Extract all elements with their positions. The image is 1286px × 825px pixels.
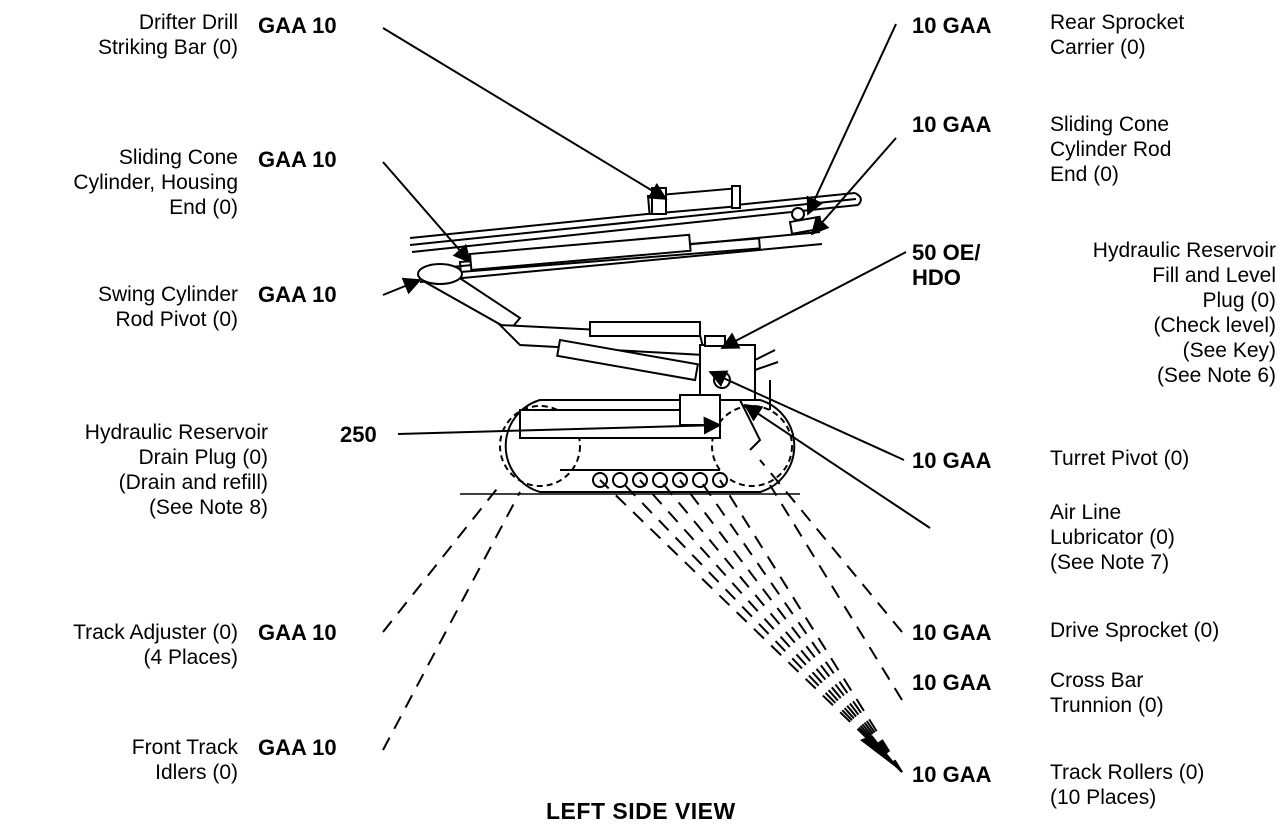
code-track-adjuster: GAA 10 xyxy=(258,620,337,645)
code-turret-pivot: 10 GAA xyxy=(912,448,992,473)
boom-arm xyxy=(417,263,707,382)
label-sliding-cone-rod: Sliding Cone Cylinder Rod End (0) xyxy=(1050,113,1172,186)
code-sliding-cone-rod: 10 GAA xyxy=(912,112,992,137)
track-rollers-arrowhead xyxy=(860,735,902,772)
code-reservoir-drain: 250 xyxy=(340,422,377,447)
label-sliding-cone-housing: Sliding Cone Cylinder, Housing End (0) xyxy=(73,146,238,219)
code-drifter-drill: GAA 10 xyxy=(258,13,337,38)
label-swing-cylinder: Swing Cylinder Rod Pivot (0) xyxy=(97,283,238,331)
code-cross-bar-trunnion: 10 GAA xyxy=(912,670,992,695)
label-reservoir-drain: Hydraulic Reservoir Drain Plug (0) (Drai… xyxy=(84,421,268,519)
sliding-cone-cylinder xyxy=(468,215,823,272)
label-drifter-drill: Drifter Drill Striking Bar (0) xyxy=(97,11,238,59)
code-rear-sprocket: 10 GAA xyxy=(912,13,992,38)
drifter-drill xyxy=(646,185,805,221)
view-caption: LEFT SIDE VIEW xyxy=(546,798,736,824)
label-reservoir-fill: Hydraulic Reservoir Fill and Level Plug … xyxy=(1092,239,1276,387)
dashed-leader-lines xyxy=(382,459,903,773)
label-turret-pivot: Turret Pivot (0) xyxy=(1050,447,1190,470)
label-air-line-lubricator: Air Line Lubricator (0) (See Note 7) xyxy=(1050,501,1175,574)
code-swing-cylinder: GAA 10 xyxy=(258,282,337,307)
label-track-rollers: Track Rollers (0) (10 Places) xyxy=(1050,761,1205,809)
label-drive-sprocket: Drive Sprocket (0) xyxy=(1050,619,1220,642)
code-track-rollers: 10 GAA xyxy=(912,762,992,787)
label-track-adjuster: Track Adjuster (0) (4 Places) xyxy=(73,621,238,669)
leader-lines xyxy=(382,23,931,529)
track-rollers-drawing xyxy=(592,472,728,488)
label-cross-bar-trunnion: Cross Bar Trunnion (0) xyxy=(1050,669,1164,717)
code-front-track-idlers: GAA 10 xyxy=(258,735,337,760)
code-drive-sprocket: 10 GAA xyxy=(912,620,992,645)
label-rear-sprocket: Rear Sprocket Carrier (0) xyxy=(1050,11,1185,59)
code-sliding-cone-housing: GAA 10 xyxy=(258,147,337,172)
code-reservoir-fill: 50 OE/ HDO xyxy=(912,240,981,290)
label-front-track-idlers: Front Track Idlers (0) xyxy=(131,736,238,784)
